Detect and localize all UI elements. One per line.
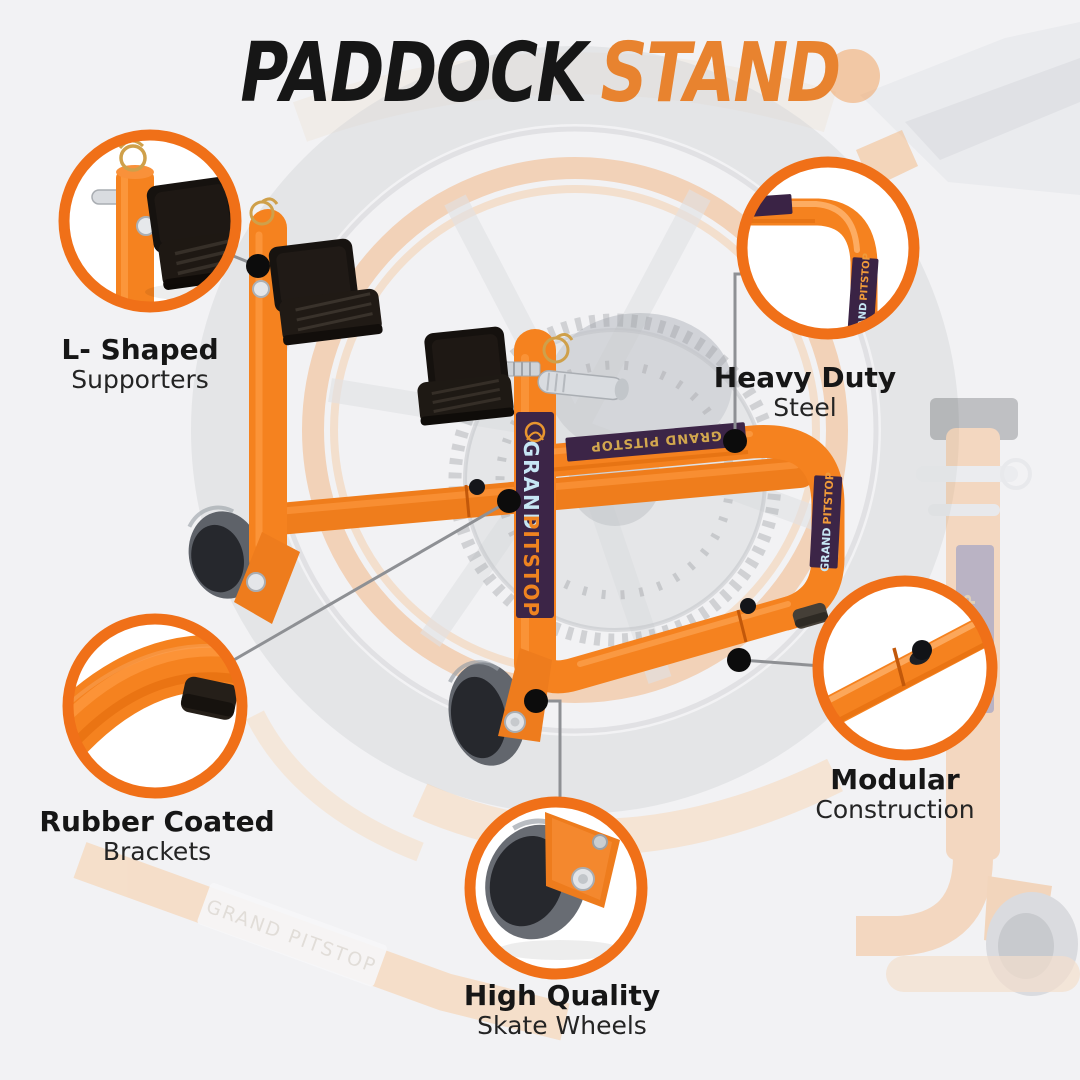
front-l-supporter [417,326,515,426]
callout-circle-rubber-coated-brackets [62,613,248,799]
rear-rail-knob [469,479,485,495]
label-title: High Quality [463,979,661,1012]
label-subtitle: Construction [815,794,975,824]
callout-circle-high-quality-skate-wheels [464,796,648,980]
dot-modular [727,648,751,672]
paddock-stand-illustration: GRAND PITSTOP GRANDPITSTOP GRAND PITSTOP [187,197,845,766]
callout-ring [812,575,998,761]
callout-circle-heavy-duty-steel: GRANDPITSTOP [736,156,920,340]
rear-rail-joint [464,484,471,518]
background-swirl [293,52,837,142]
label-title: Modular [830,763,960,796]
callout-dots [246,254,751,713]
callout-circle-l-shaped-supporters [58,129,242,313]
dot-l-shaped [246,254,270,278]
label-l-shaped-supporters: L- Shaped Supporters [61,334,218,394]
front-skate-wheel [448,660,526,766]
rear-axle-nut [246,572,266,592]
label-rubber-coated-brackets: Rubber Coated Brackets [39,806,274,866]
background-tail-bodywork [826,22,1080,195]
handle-sticker: GRANDPITSTOP [809,472,843,572]
front-frame: GRAND PITSTOP GRANDPITSTOP GRAND PITSTOP [417,326,845,766]
rear-l-supporter [268,238,383,346]
rubber-stopper [792,602,829,629]
wheel-rim [302,157,848,703]
front-post-sticker-grand: GRAND [519,441,543,532]
label-subtitle: Brackets [102,836,212,866]
callout-ring [464,796,648,980]
label-subtitle: Supporters [71,364,209,394]
handle-sticker-text: GRANDPITSTOP [818,472,836,572]
label-subtitle: Skate Wheels [477,1010,647,1040]
modular-joint-knob [740,598,756,614]
dot-high-quality [524,689,548,713]
front-post-sticker: GRAND PITSTOP [516,412,554,618]
modular-joint-gap [736,609,748,643]
tire [191,46,959,814]
label-subtitle: Steel [773,392,837,422]
label-title: Rubber Coated [39,805,275,838]
dot-heavy-duty [723,429,747,453]
label-high-quality-skate-wheels: High Quality Skate Wheels [464,980,660,1040]
dot-rubber-coated [497,489,521,513]
rear-wheel-bracket [234,532,300,624]
title-orange: STAND [600,26,842,121]
label-modular-construction: Modular Construction [815,764,974,824]
front-post-sticker-pitstop: PITSTOP [519,515,543,617]
callout-circle-modular-construction [812,575,998,761]
callout-ring [58,129,242,313]
callout-ring [62,613,248,799]
connector-modular [740,658,823,668]
rear-skate-wheel [187,505,262,599]
label-title: Heavy Duty [713,361,897,394]
connector-rubber-coated [231,499,510,663]
steel-pin [537,370,629,401]
label-title: L- Shaped [61,333,219,366]
callout-ring [736,156,920,340]
label-heavy-duty-steel: Heavy Duty Steel [714,362,896,422]
title-black: PADDOCK [240,26,601,121]
page-title: PADDOCK STAND [108,26,972,121]
